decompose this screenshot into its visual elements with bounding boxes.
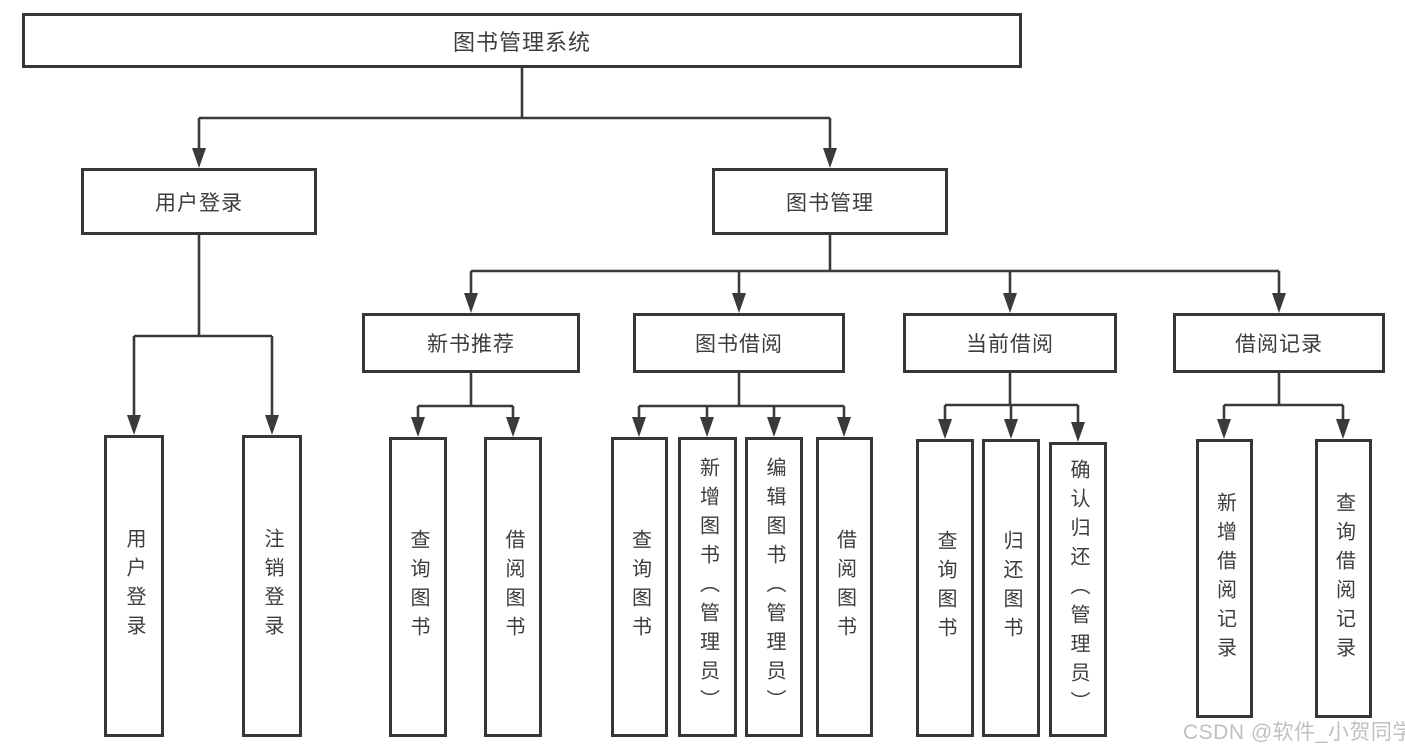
leaf-query-borrow-record: 查询借阅记录 xyxy=(1315,439,1372,718)
node-label: 新书推荐 xyxy=(427,333,515,356)
leaf-user-login: 用户登录 xyxy=(104,435,164,737)
leaf-label: 查询图书 xyxy=(407,529,429,645)
arrowhead xyxy=(632,417,646,437)
arrowhead xyxy=(767,417,781,437)
node-label: 图书借阅 xyxy=(695,333,783,356)
arrowhead xyxy=(938,419,952,439)
arrowhead xyxy=(823,148,837,168)
arrowhead xyxy=(1003,293,1017,313)
csdn-watermark: CSDN @软件_小贺同学 xyxy=(1183,721,1405,744)
connector-recommend-leaves xyxy=(416,373,515,421)
node-book-management: 图书管理 xyxy=(712,168,948,235)
node-label: 借阅记录 xyxy=(1235,333,1323,356)
leaf-query-books-borrow: 查询图书 xyxy=(611,437,668,737)
leaf-add-books-admin: 新增图书（管理员） xyxy=(678,437,737,737)
leaf-label: 借阅图书 xyxy=(502,529,524,645)
leaf-logout-login: 注销登录 xyxy=(242,435,302,737)
connector-current-leaves xyxy=(943,373,1080,426)
arrowhead xyxy=(1071,422,1085,442)
leaf-edit-books-admin: 编辑图书（管理员） xyxy=(745,437,803,737)
arrowhead xyxy=(506,417,520,437)
leaf-return-books: 归还图书 xyxy=(982,439,1040,737)
arrowhead xyxy=(127,415,141,435)
connector-root-to-level2 xyxy=(197,68,832,152)
arrowhead xyxy=(1272,293,1286,313)
connector-borrow-leaves xyxy=(637,373,846,421)
node-book-borrowing: 图书借阅 xyxy=(633,313,845,373)
node-current-borrowing: 当前借阅 xyxy=(903,313,1117,373)
leaf-label: 查询图书 xyxy=(628,529,651,645)
leaf-query-books-recommend: 查询图书 xyxy=(389,437,447,737)
arrowhead xyxy=(192,148,206,168)
node-library-management-system: 图书管理系统 xyxy=(22,13,1022,68)
leaf-add-borrow-record: 新增借阅记录 xyxy=(1196,439,1253,718)
connector-login-leaves xyxy=(132,235,274,419)
arrowhead xyxy=(732,293,746,313)
node-label: 图书管理 xyxy=(786,191,874,215)
arrowhead xyxy=(700,417,714,437)
leaf-label: 新增借阅记录 xyxy=(1213,491,1236,666)
arrowhead xyxy=(1004,419,1018,439)
arrowhead xyxy=(837,417,851,437)
connector-record-leaves xyxy=(1222,373,1345,423)
leaf-borrow-books-recommend: 借阅图书 xyxy=(484,437,542,737)
leaf-label: 归还图书 xyxy=(1000,530,1022,646)
leaf-confirm-return-admin: 确认归还（管理员） xyxy=(1049,442,1107,737)
leaf-borrow-books: 借阅图书 xyxy=(816,437,873,737)
arrowhead xyxy=(1336,419,1350,439)
node-label: 图书管理系统 xyxy=(452,29,591,55)
node-label: 用户登录 xyxy=(155,191,243,215)
arrowhead xyxy=(1217,419,1231,439)
leaf-label: 注销登录 xyxy=(261,528,283,644)
node-borrowing-records: 借阅记录 xyxy=(1173,313,1385,373)
leaf-label: 用户登录 xyxy=(123,528,145,644)
leaf-label: 查询借阅记录 xyxy=(1332,491,1355,666)
arrowhead xyxy=(265,415,279,435)
leaf-label: 编辑图书（管理员） xyxy=(763,456,785,718)
leaf-label: 新增图书（管理员） xyxy=(696,456,719,718)
connector-bookmgmt-to-level3 xyxy=(469,235,1281,297)
leaf-label: 借阅图书 xyxy=(833,529,856,645)
arrowhead xyxy=(411,417,425,437)
leaf-label: 确认归还（管理员） xyxy=(1067,459,1089,720)
leaf-query-books-current: 查询图书 xyxy=(916,439,974,737)
node-user-login: 用户登录 xyxy=(81,168,317,235)
leaf-label: 查询图书 xyxy=(934,530,956,646)
node-new-book-recommendation: 新书推荐 xyxy=(362,313,580,373)
node-label: 当前借阅 xyxy=(966,333,1054,356)
arrowhead xyxy=(464,293,478,313)
